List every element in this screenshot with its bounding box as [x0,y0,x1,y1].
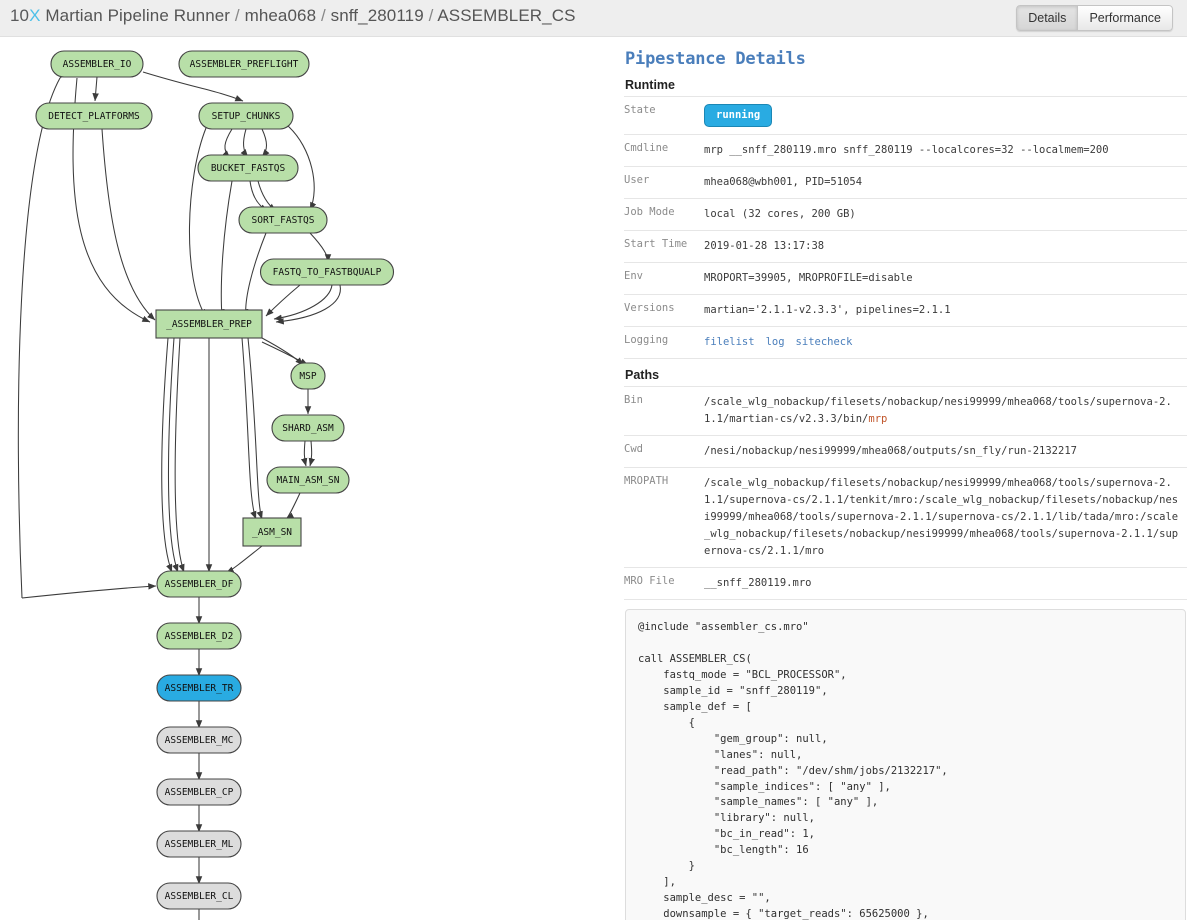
row-value: martian='2.1.1-v2.3.3', pipelines=2.1.1 [704,294,1187,327]
graph-node-assembler_ml[interactable]: ASSEMBLER_ML [156,830,242,858]
path-tail-highlight: mrp [868,413,888,425]
breadcrumb-user[interactable]: mhea068 [244,6,317,25]
graph-node-assembler_tr[interactable]: ASSEMBLER_TR [156,674,242,702]
graph-node-asm_sn[interactable]: _ASM_SN [242,517,302,547]
row-key: Bin [624,386,704,436]
top-header-bar: 10X Martian Pipeline Runner / mhea068 / … [0,0,1187,37]
pipeline-dag-svg[interactable]: ASSEMBLER_IO ASSEMBLER_PREFLIGHT DETECT_PL… [0,38,615,920]
edge-layer [17,63,341,920]
tab-details[interactable]: Details [1016,5,1079,31]
breadcrumb-separator-2: / [320,6,326,25]
graph-node-assembler_d2[interactable]: ASSEMBLER_D2 [156,622,242,650]
view-toggle-group[interactable]: Details Performance [1016,5,1173,31]
row-value: mhea068@wbh001, PID=51054 [704,166,1187,199]
mro-source-code: @include "assembler_cs.mro" call ASSEMBL… [625,609,1186,920]
graph-node-assembler_cl[interactable]: ASSEMBLER_CL [156,882,242,910]
graph-node-assembler_prep[interactable]: _ASSEMBLER_PREP [155,309,263,339]
graph-node-msp[interactable]: MSP [290,362,326,390]
graph-node-assembler_preflight[interactable]: ASSEMBLER_PREFLIGHT [178,50,310,78]
breadcrumb-separator-3: / [428,6,434,25]
graph-node-assembler_df[interactable]: ASSEMBLER_DF [156,570,242,598]
row-value: /nesi/nobackup/nesi99999/mhea068/outputs… [704,435,1187,468]
brand-product-name: Martian Pipeline Runner [45,6,231,25]
row-key: Start Time [624,230,704,263]
graph-node-shard_asm[interactable]: SHARD_ASM [271,414,345,442]
table-row: Cwd/nesi/nobackup/nesi99999/mhea068/outp… [624,435,1187,468]
graph-node-setup_chunks[interactable]: SETUP_CHUNKS [198,102,294,130]
logging-link-log[interactable]: log [765,336,785,348]
breadcrumb-sample[interactable]: snff_280119 [330,6,424,25]
graph-node-main_asm_sn[interactable]: MAIN_ASM_SN [266,466,350,494]
row-key: MRO File [624,567,704,600]
row-key: Env [624,262,704,295]
row-key: Cmdline [624,134,704,167]
status-badge: running [704,104,773,127]
row-key: User [624,166,704,199]
node-layer[interactable]: ASSEMBLER_IO ASSEMBLER_PREFLIGHT DETECT_PL… [35,50,395,910]
graph-node-fastq_to_fastbqualp[interactable]: FASTQ_TO_FASTBQUALP [259,258,395,286]
graph-node-assembler_io[interactable]: ASSEMBLER_IO [50,50,144,78]
table-row: Bin/scale_wlg_nobackup/filesets/nobackup… [624,386,1187,436]
paths-table: Bin/scale_wlg_nobackup/filesets/nobackup… [624,386,1187,600]
row-value: __snff_280119.mro [704,567,1187,600]
row-value: filelist log sitecheck [704,326,1187,359]
row-value: /scale_wlg_nobackup/filesets/nobackup/ne… [704,386,1187,436]
graph-node-sort_fastqs[interactable]: SORT_FASTQS [238,206,328,234]
graph-node-assembler_cp[interactable]: ASSEMBLER_CP [156,778,242,806]
brand-x: X [29,6,41,25]
paths-section-heading: Paths [625,368,660,382]
pipeline-graph-pane[interactable]: ASSEMBLER_IO ASSEMBLER_PREFLIGHT DETECT_PL… [0,38,615,920]
row-value: running [704,96,1187,135]
row-value: local (32 cores, 200 GB) [704,198,1187,231]
brand-ten: 10 [10,6,30,25]
row-key: State [624,96,704,135]
runtime-section-heading: Runtime [625,78,675,92]
row-key: Logging [624,326,704,359]
breadcrumb-pipeline[interactable]: ASSEMBLER_CS [437,6,576,25]
tab-performance[interactable]: Performance [1078,5,1173,31]
table-row: MROPATH/scale_wlg_nobackup/filesets/noba… [624,467,1187,568]
table-row: MRO File__snff_280119.mro [624,567,1187,600]
graph-node-detect_platforms[interactable]: DETECT_PLATFORMS [35,102,153,130]
pipestance-details-title: Pipestance Details [625,49,806,69]
row-value: 2019-01-28 13:17:38 [704,230,1187,263]
breadcrumb-separator-1: / [234,6,240,25]
row-key: MROPATH [624,467,704,568]
row-key: Versions [624,294,704,327]
logging-link-sitecheck[interactable]: sitecheck [795,336,853,348]
row-value: /scale_wlg_nobackup/filesets/nobackup/ne… [704,467,1187,568]
row-value: MROPORT=39905, MROPROFILE=disable [704,262,1187,295]
row-key: Job Mode [624,198,704,231]
graph-node-bucket_fastqs[interactable]: BUCKET_FASTQS [197,154,299,182]
graph-node-assembler_mc[interactable]: ASSEMBLER_MC [156,726,242,754]
logging-link-filelist[interactable]: filelist [704,336,755,348]
row-value: mrp __snff_280119.mro snff_280119 --loca… [704,134,1187,167]
row-key: Cwd [624,435,704,468]
page-title: 10X Martian Pipeline Runner / mhea068 / … [10,6,576,26]
